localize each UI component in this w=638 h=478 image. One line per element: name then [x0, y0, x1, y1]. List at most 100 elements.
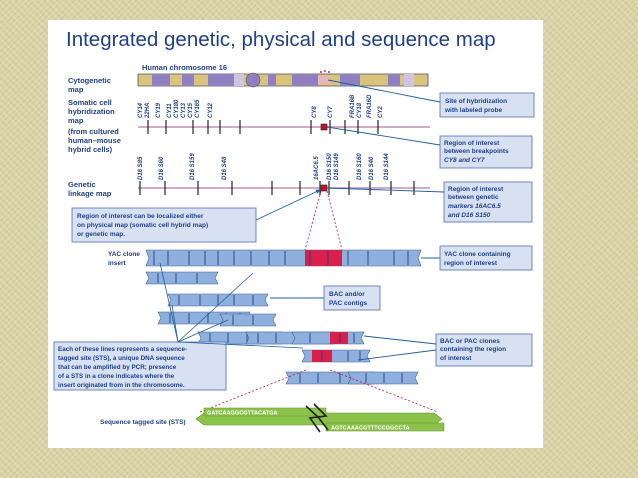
somatic-label-3: map	[68, 116, 84, 125]
somatic-label-2: hybridization	[68, 107, 115, 116]
svg-text:containing the region: containing the region	[440, 346, 506, 353]
sts-expansion-right	[329, 369, 439, 413]
svg-text:Site of hybridization: Site of hybridization	[445, 98, 507, 105]
svg-text:BAC or PAC clones: BAC or PAC clones	[440, 338, 500, 345]
linkage-marker-d16-s85: D16 S85	[138, 156, 144, 180]
callout-genetic-markers: Region of interest between genetic marke…	[443, 181, 533, 223]
yac-label-2: insert	[108, 260, 127, 267]
yac-bar	[145, 249, 422, 267]
hybridization-pointer	[327, 79, 441, 103]
chromosome-ideogram	[137, 72, 429, 88]
linkage-label-1: Genetic	[68, 180, 96, 189]
svg-text:and D16 S150: and D16 S150	[448, 212, 491, 219]
sts-expansion-left	[199, 369, 307, 413]
somatic-marker-fra16b: FRA16B	[350, 94, 356, 118]
bac-clone-bar-2	[301, 349, 371, 363]
chromosome-label: Human chromosome 16	[142, 63, 227, 72]
svg-text:CY8 and CY7: CY8 and CY7	[444, 157, 485, 164]
contig-bar-1	[145, 271, 219, 285]
callout-bac-contigs: BAC and/or PAC contigs	[323, 285, 381, 311]
svg-text:insert originated from in the: insert originated from in the chromosome…	[58, 382, 185, 389]
svg-text:of interest: of interest	[440, 355, 472, 362]
callout-yac-clone: YAC clone containing region of interest	[439, 245, 533, 271]
breakpoints-pointer	[326, 126, 441, 146]
bac-clones-pointer-1	[363, 335, 437, 345]
linkage-marker-d16-s40: D16 S40	[369, 156, 375, 180]
somatic-marker-cy11: CY11	[167, 103, 173, 118]
somatic-marker-cy13: CY13	[181, 102, 187, 118]
sts-sequence-bar	[195, 403, 445, 433]
breakpoint-region-marker	[320, 123, 328, 131]
svg-text:Region of interest: Region of interest	[444, 140, 500, 147]
svg-text:YAC clone containing: YAC clone containing	[444, 251, 511, 258]
expansion-line-left	[304, 190, 322, 251]
contig-bar-2	[167, 293, 269, 307]
linkage-marker-labels: D16 S85 D16 S60 D16 S159 D16 S48 16AC6.5 D16 …	[138, 153, 390, 180]
callout-bac-clones: BAC or PAC clones containing the region …	[435, 333, 533, 367]
contig-bar-4	[219, 313, 277, 327]
linkage-marker-d16-s149: D16 S149	[334, 153, 340, 180]
somatic-marker-cy12: CY12	[208, 102, 214, 118]
linkage-marker-d16-s150: D16 S150	[327, 153, 333, 180]
somatic-label-5: human–mouse	[68, 136, 121, 145]
somatic-marker-ticks	[147, 120, 379, 134]
svg-text:region of interest: region of interest	[444, 260, 498, 267]
expansion-line-right	[326, 190, 343, 251]
linkage-marker-d16-s60: D16 S60	[159, 156, 165, 180]
somatic-marker-cy2: CY2	[378, 106, 384, 118]
linkage-marker-d16-s144: D16 S144	[384, 153, 390, 180]
slide: Integrated genetic, physical and sequenc…	[48, 20, 543, 448]
somatic-marker-22ha: 22HA	[145, 103, 151, 119]
bac-clone-bar-1	[291, 331, 365, 345]
linkage-label-2: linkage map	[68, 189, 112, 198]
somatic-marker-cy7: CY7	[328, 106, 334, 118]
callout-sts-note: Each of these lines represents a sequenc…	[53, 341, 227, 391]
yac-clone-insert	[145, 249, 422, 267]
svg-text:or genetic map.: or genetic map.	[77, 231, 125, 238]
svg-text:BAC and/or: BAC and/or	[329, 291, 365, 298]
linkage-marker-ticks	[139, 181, 415, 195]
somatic-marker-cy18: CY18	[357, 102, 363, 118]
svg-text:Each of these lines represents: Each of these lines represents a sequenc…	[58, 346, 187, 353]
linkage-marker-d16-s48: D16 S48	[222, 156, 228, 180]
linkage-marker-16ac6.5: 16AC6.5	[314, 156, 320, 180]
svg-text:Region of interest: Region of interest	[448, 186, 504, 193]
genetic-markers-pointer	[326, 187, 445, 193]
linkage-region-marker	[320, 184, 328, 192]
callout-localized: Region of interest can be localized eith…	[71, 207, 257, 243]
bac-clones-pointer-2	[357, 349, 437, 361]
yac-label-1: YAC clone	[108, 251, 140, 258]
somatic-label-4: (from cultured	[68, 127, 119, 136]
localized-pointer	[255, 189, 321, 221]
sts-label: Sequence tagged site (STS)	[100, 419, 186, 426]
svg-text:on physical map (somatic cell: on physical map (somatic cell hybrid map…	[77, 222, 208, 229]
svg-text:markers 16AC6.5: markers 16AC6.5	[448, 203, 501, 210]
somatic-marker-cy19: CY19	[156, 102, 162, 118]
somatic-marker-cy8: CY8	[312, 106, 318, 118]
svg-text:that can be amplified by PCR;: that can be amplified by PCR; presence	[58, 364, 177, 371]
somatic-marker-cy14: CY14	[138, 102, 144, 118]
linkage-marker-d16-s159: D16 S159	[190, 153, 196, 180]
integrated-map-diagram: Human chromosome 16 Cytogenetic map Soma…	[53, 63, 535, 433]
svg-text:between genetic: between genetic	[448, 194, 499, 201]
somatic-label-1: Somatic cell	[68, 98, 112, 107]
sts-note-pointers	[159, 262, 304, 349]
callout-hybridization: Site of hybridization with labeled probe	[439, 92, 535, 118]
linkage-marker-d16-s160: D16 S160	[357, 153, 363, 180]
contig-bar-8	[347, 371, 419, 385]
hybridization-probe-marks	[320, 70, 330, 73]
sts-left-sequence: GATCAAGGCGTTACATGA	[207, 411, 278, 417]
bac-pac-contigs	[145, 271, 419, 385]
slide-title: Integrated genetic, physical and sequenc…	[66, 28, 496, 51]
svg-text:with labeled probe: with labeled probe	[444, 107, 502, 114]
somatic-marker-fra16d: FRA16D	[367, 94, 373, 118]
svg-text:tagged site (STS), a unique DN: tagged site (STS), a unique DNA sequence	[58, 355, 185, 362]
svg-text:PAC contigs: PAC contigs	[329, 300, 368, 307]
svg-text:of a STS in a clone indicates: of a STS in a clone indicates where the	[58, 373, 175, 380]
somatic-marker-cy165: CY165	[195, 99, 201, 118]
cytogenetic-label-2: map	[68, 85, 84, 94]
somatic-marker-cy15: CY15	[188, 102, 194, 118]
cytogenetic-label-1: Cytogenetic	[68, 76, 111, 85]
svg-text:Region of interest can be loca: Region of interest can be localized eith…	[77, 213, 204, 220]
